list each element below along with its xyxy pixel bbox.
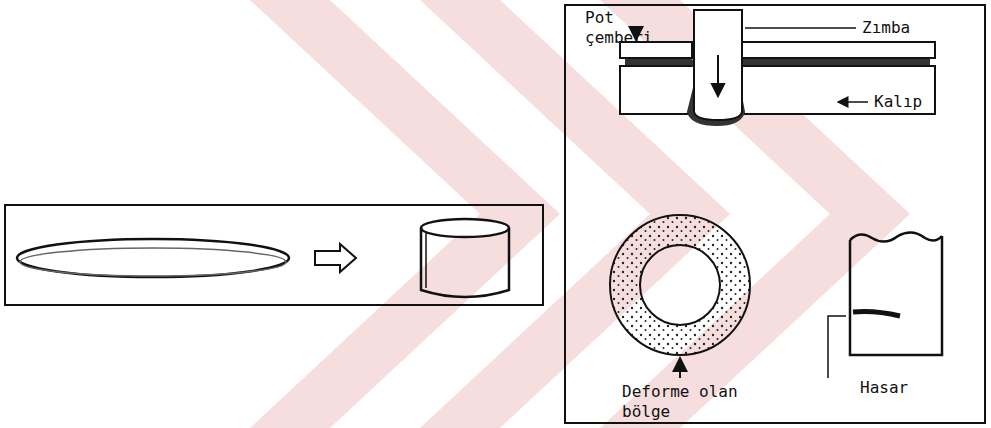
part-label: Zımba bbox=[862, 18, 942, 38]
part-label: Pot çemberi bbox=[585, 8, 675, 48]
blank-disc bbox=[17, 239, 289, 277]
part-label: Kalıp bbox=[874, 92, 954, 112]
frame bbox=[5, 205, 543, 305]
drawn-cup bbox=[421, 219, 509, 297]
failed-cup bbox=[828, 232, 942, 378]
deformed-ring bbox=[610, 215, 750, 378]
part-label: Hasar bbox=[860, 378, 940, 398]
frame bbox=[565, 5, 985, 423]
part-label: Deforme olan bölge bbox=[622, 382, 742, 422]
process-arrow bbox=[315, 244, 356, 272]
